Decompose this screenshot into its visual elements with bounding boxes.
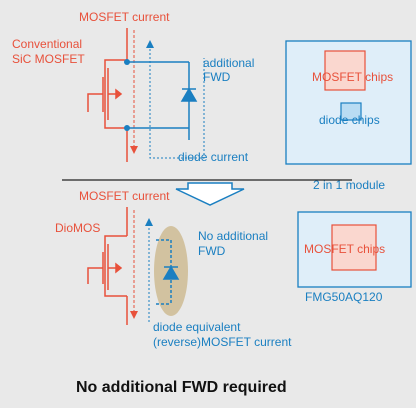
bottom-panel: MOSFET current DioMOS No additional FWD … bbox=[55, 189, 412, 349]
top-fwd-branch bbox=[127, 61, 198, 140]
top-node-upper bbox=[124, 59, 130, 65]
bottom-mosfet-chip bbox=[331, 224, 377, 271]
bottom-module-caption: FMG50AQ120 bbox=[305, 290, 383, 304]
top-fwd-label-line1: additional bbox=[203, 56, 254, 70]
top-module-caption: 2 in 1 module bbox=[313, 178, 385, 192]
bottom-mosfet-chips-label: MOSFET chips bbox=[304, 242, 385, 256]
top-mosfet-chip bbox=[324, 50, 366, 91]
top-mosfet-current-label: MOSFET current bbox=[79, 10, 170, 24]
bottom-diode-label-line2: (reverse)MOSFET current bbox=[153, 335, 292, 349]
top-device-label-line1: Conventional bbox=[12, 37, 82, 51]
bottom-fwd-label-line1: No additional bbox=[198, 229, 268, 243]
top-diode-current-arrow bbox=[146, 40, 191, 159]
top-diode-current-label: diode current bbox=[178, 150, 249, 164]
bottom-mosfet-symbol bbox=[87, 207, 128, 325]
top-node-lower bbox=[124, 125, 130, 131]
top-device-label-line2: SiC MOSFET bbox=[12, 52, 85, 66]
top-diode-chips-label: diode chips bbox=[319, 113, 380, 127]
bottom-mosfet-current-label: MOSFET current bbox=[79, 189, 170, 203]
bottom-intrinsic-diode bbox=[156, 239, 180, 305]
bottom-diode-label-line1: diode equivalent bbox=[153, 320, 241, 334]
bottom-device-label: DioMOS bbox=[55, 221, 100, 235]
top-mosfet-chips-label: MOSFET chips bbox=[312, 70, 393, 84]
top-diode-chip bbox=[340, 102, 362, 121]
footer-caption: No additional FWD required bbox=[76, 379, 287, 396]
bottom-fwd-label-line2: FWD bbox=[198, 244, 226, 258]
transition-arrow bbox=[175, 182, 245, 206]
top-fwd-label-line2: FWD bbox=[203, 70, 231, 84]
top-mosfet-symbol bbox=[87, 28, 128, 162]
top-panel: MOSFET current Conventional SiC MOSFET a… bbox=[12, 10, 412, 192]
